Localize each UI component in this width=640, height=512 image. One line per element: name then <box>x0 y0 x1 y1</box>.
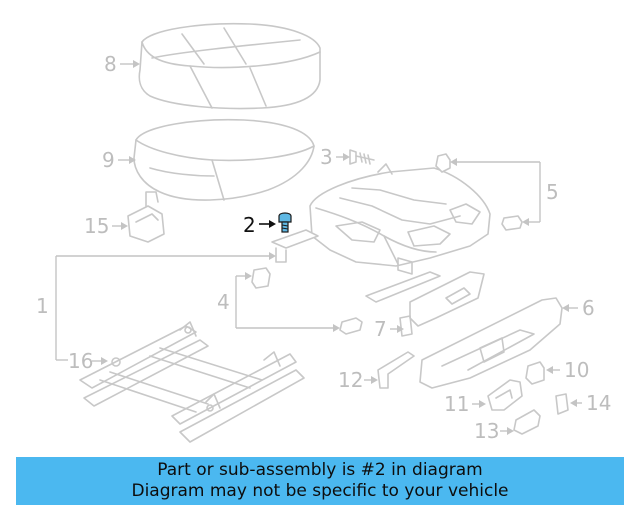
banner-line-part: Part or sub-assembly is #2 in diagram <box>157 460 483 480</box>
callout-7: 7 <box>374 317 404 341</box>
part-13-cover[interactable] <box>513 409 541 435</box>
callout-label-2: 2 <box>243 213 256 237</box>
callout-2: 2 <box>243 213 276 237</box>
callout-1: 1 <box>36 252 276 360</box>
callout-5: 5 <box>450 158 559 226</box>
part-9-cushion-pad[interactable] <box>133 118 315 201</box>
callout-label-7: 7 <box>374 317 387 341</box>
callout-label-1: 1 <box>36 294 49 318</box>
callout-13: 13 <box>474 419 514 443</box>
callout-11: 11 <box>444 392 486 416</box>
seat-rail[interactable] <box>365 271 441 303</box>
part-4-clips[interactable] <box>251 267 363 335</box>
part-5-clips[interactable] <box>435 153 523 231</box>
callout-label-4: 4 <box>217 290 230 314</box>
callout-3: 3 <box>320 145 350 169</box>
callout-label-13: 13 <box>474 419 499 443</box>
part-15-bracket[interactable] <box>127 191 165 243</box>
callout-label-16: 16 <box>68 349 93 373</box>
seat-frame[interactable] <box>309 163 491 275</box>
callout-label-14: 14 <box>586 391 611 415</box>
callout-label-10: 10 <box>564 358 589 382</box>
callout-label-12: 12 <box>338 368 363 392</box>
callout-9: 9 <box>102 148 136 172</box>
callout-label-6: 6 <box>582 296 595 320</box>
callout-label-15: 15 <box>84 214 109 238</box>
part-14-trim-cap[interactable] <box>555 393 569 415</box>
callout-label-5: 5 <box>546 180 559 204</box>
part-6-outer-shield[interactable] <box>419 297 563 389</box>
info-banner: Part or sub-assembly is #2 in diagram Di… <box>16 457 624 505</box>
part-10-switch-knob[interactable] <box>525 361 545 385</box>
callout-6: 6 <box>562 296 595 320</box>
callout-8: 8 <box>104 52 140 76</box>
part-2-bolt[interactable] <box>278 212 292 233</box>
callout-4: 4 <box>217 272 340 332</box>
part-1-track-assembly[interactable] <box>271 229 319 263</box>
banner-line-disclaimer: Diagram may not be specific to your vehi… <box>131 481 509 501</box>
callout-label-8: 8 <box>104 52 117 76</box>
callout-12: 12 <box>338 368 378 392</box>
callout-14: 14 <box>570 391 611 415</box>
callout-15: 15 <box>84 214 128 238</box>
part-12-bracket[interactable] <box>377 351 415 389</box>
callout-label-11: 11 <box>444 392 469 416</box>
callout-label-3: 3 <box>320 145 333 169</box>
part-16-seat-track[interactable] <box>79 321 305 443</box>
part-3-bolt[interactable] <box>349 149 375 165</box>
part-11-switch[interactable] <box>487 379 523 411</box>
callout-16: 16 <box>56 349 108 373</box>
callout-label-9: 9 <box>102 148 115 172</box>
callout-10: 10 <box>546 358 589 382</box>
seat-parts-diagram: 8 9 15 3 <box>36 22 611 443</box>
part-8-seat-cover[interactable] <box>138 22 321 110</box>
